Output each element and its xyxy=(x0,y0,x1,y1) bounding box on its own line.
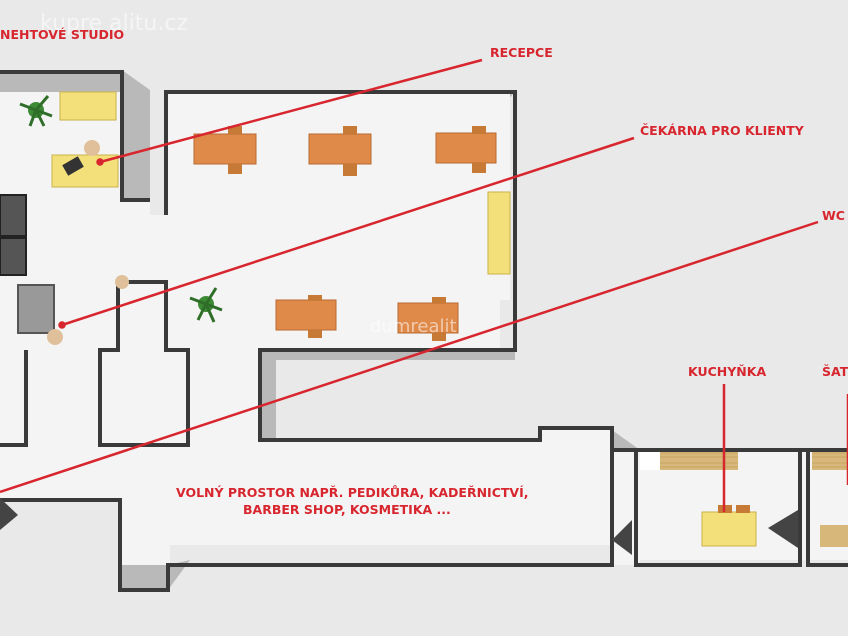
label-kuchynka: KUCHYŇKA xyxy=(688,364,766,379)
dark-panels xyxy=(0,194,798,555)
label-cekarna: ČEKÁRNA PRO KLIENTY xyxy=(640,123,805,138)
watermarks: kupre alitu.cz dumrealit xyxy=(40,11,457,337)
chairs xyxy=(47,126,750,513)
label-wc: WC xyxy=(822,208,845,223)
walls xyxy=(0,70,848,592)
plant-icon xyxy=(19,95,223,323)
laptop-icon xyxy=(62,156,84,176)
watermark-top: kupre alitu.cz xyxy=(40,11,188,36)
yellow-desks xyxy=(51,91,757,547)
kitchen-counter xyxy=(640,452,848,547)
label-satna: ŠAT xyxy=(822,364,848,379)
label-nehtove-studio: NEHTOVÉ STUDIO xyxy=(0,27,124,42)
label-volny-prostor-line1: VOLNÝ PROSTOR NAPŘ. PEDIKŮRA, KADEŘNICTV… xyxy=(176,485,528,500)
orange-tables xyxy=(193,132,497,334)
label-volny-prostor-line2: BARBER SHOP, KOSMETIKA ... xyxy=(243,502,451,517)
watermark-center: dumrealit xyxy=(370,316,457,337)
pointer-lines xyxy=(0,58,848,512)
label-recepce: RECEPCE xyxy=(490,45,553,60)
